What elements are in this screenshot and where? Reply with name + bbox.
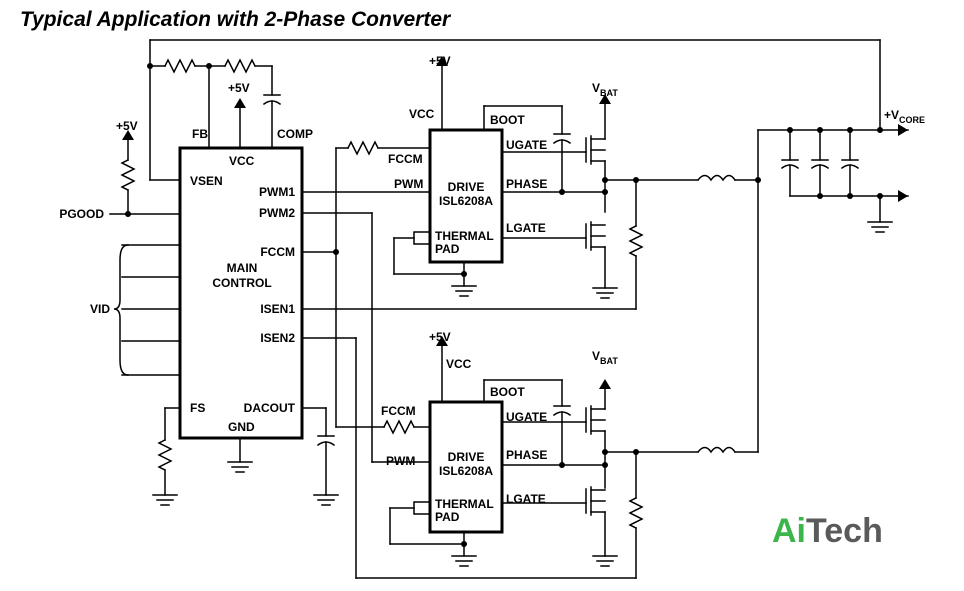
driver1-name-line1: DRIVE (448, 180, 485, 194)
vbat-main: V (592, 349, 600, 363)
controller-name-line1: MAIN (227, 261, 258, 275)
driver1-pin-phase: PHASE (506, 177, 547, 191)
label-pgood: PGOOD (59, 207, 104, 221)
driver2-pin-thermal: THERMAL (435, 497, 494, 511)
driver2-label-plus5v: +5V (429, 330, 451, 344)
pin-vcc: VCC (229, 154, 255, 168)
pin-isen2: ISEN2 (260, 331, 295, 345)
driver2-pin-pwm: PWM (386, 454, 415, 468)
pin-fb: FB (192, 127, 208, 141)
aitech-logo: AiTech (772, 512, 883, 551)
logo-part-tech: Tech (806, 512, 883, 550)
driver1-name-line2: ISL6208A (439, 194, 493, 208)
driver2-label-vbat: VBAT (592, 349, 618, 366)
pin-vsen: VSEN (190, 174, 223, 188)
driver2-name-line2: ISL6208A (439, 464, 493, 478)
driver2-pin-ugate: UGATE (506, 410, 547, 424)
main-control-chip (178, 146, 304, 440)
controller-name-line2: CONTROL (212, 276, 271, 290)
vbat-subscript: BAT (600, 356, 618, 366)
driver2-pin-vcc: VCC (446, 357, 472, 371)
wires (109, 39, 909, 579)
driver2-chip (428, 400, 504, 534)
vbat-main: V (592, 81, 600, 95)
logo-part-ai: Ai (772, 512, 806, 550)
pin-fccm: FCCM (260, 245, 295, 259)
label-plus5v-controller: +5V (228, 81, 250, 95)
driver1-pin-thermal: THERMAL (435, 229, 494, 243)
label-vid: VID (90, 302, 110, 316)
driver2-pin-lgate: LGATE (506, 492, 546, 506)
pin-dacout: DACOUT (244, 401, 296, 415)
pin-fs: FS (190, 401, 205, 415)
vcore-subscript: CORE (899, 115, 925, 125)
driver1-label-plus5v: +5V (429, 54, 451, 68)
label-plus5v-pgood: +5V (116, 119, 138, 133)
driver1-label-vbat: VBAT (592, 81, 618, 98)
pin-comp: COMP (277, 127, 313, 141)
pin-gnd: GND (228, 420, 255, 434)
junction-dots (125, 63, 883, 547)
diagram-title: Typical Application with 2-Phase Convert… (20, 8, 451, 31)
driver2-name-line1: DRIVE (448, 450, 485, 464)
pin-pwm2: PWM2 (259, 206, 295, 220)
driver2-pin-phase: PHASE (506, 448, 547, 462)
driver2-pin-fccm: FCCM (381, 404, 416, 418)
driver1-pin-fccm: FCCM (388, 152, 423, 166)
driver1-pin-pad: PAD (435, 242, 460, 256)
pin-isen1: ISEN1 (260, 302, 295, 316)
driver1-pin-ugate: UGATE (506, 138, 547, 152)
label-vcore: +VCORE (884, 108, 925, 125)
vcore-main: +V (884, 108, 899, 122)
driver2-pin-pad: PAD (435, 510, 460, 524)
vbat-subscript: BAT (600, 88, 618, 98)
driver1-pin-lgate: LGATE (506, 221, 546, 235)
driver1-pin-boot: BOOT (490, 113, 525, 127)
driver1-chip (428, 128, 504, 264)
driver2-pin-boot: BOOT (490, 385, 525, 399)
driver1-pin-pwm: PWM (394, 177, 423, 191)
driver1-pin-vcc: VCC (409, 107, 435, 121)
pin-pwm1: PWM1 (259, 185, 295, 199)
